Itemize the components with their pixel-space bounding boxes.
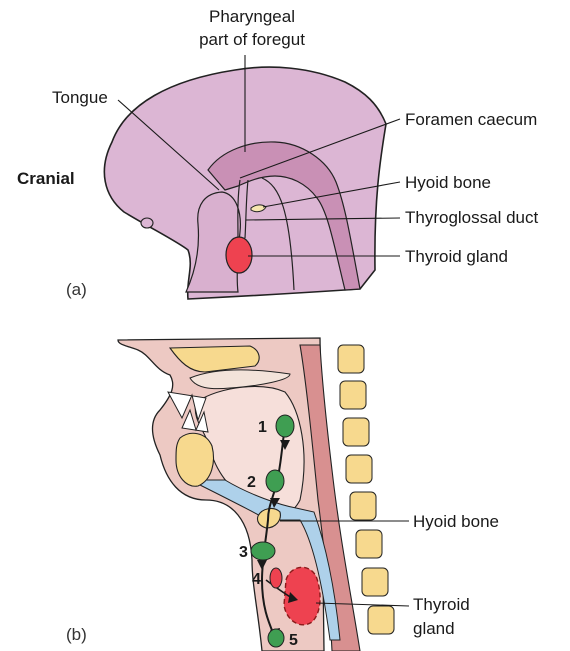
label-tongue: Tongue: [52, 88, 108, 107]
label-pharyngeal-1: Pharyngeal: [209, 7, 295, 26]
panel-b: 1 2 3 4 5 Hyoid bone Thyroid gland (b): [66, 338, 499, 651]
panel-label-b: (b): [66, 625, 87, 644]
label-foramen-caecum: Foramen caecum: [405, 110, 537, 129]
panel-label-a: (a): [66, 280, 87, 299]
step-5-marker: [268, 629, 284, 647]
mandible: [176, 433, 213, 486]
step-number-4: 4: [252, 571, 261, 588]
step-number-1: 1: [258, 419, 267, 436]
step-1-marker: [276, 415, 294, 437]
otic-pit: [141, 218, 153, 228]
step-3-marker: [251, 542, 275, 560]
thyroid-gland-a: [226, 237, 252, 273]
step-2-marker: [266, 470, 284, 492]
step-4-marker: [270, 568, 282, 588]
label-thyroid-b-1: Thyroid: [413, 595, 470, 614]
label-hyoid-bone-b: Hyoid bone: [413, 512, 499, 531]
label-thyroid-b-2: gland: [413, 619, 455, 638]
step-number-3: 3: [239, 544, 248, 561]
step-number-5: 5: [289, 632, 298, 649]
label-thyroid-gland-a: Thyroid gland: [405, 247, 508, 266]
label-hyoid-bone-a: Hyoid bone: [405, 173, 491, 192]
step-number-2: 2: [247, 474, 256, 491]
label-cranial: Cranial: [17, 169, 75, 188]
panel-a: Pharyngeal part of foregut Tongue Forame…: [17, 7, 539, 299]
label-thyroglossal-duct: Thyroglossal duct: [405, 208, 539, 227]
label-pharyngeal-2: part of foregut: [199, 30, 305, 49]
